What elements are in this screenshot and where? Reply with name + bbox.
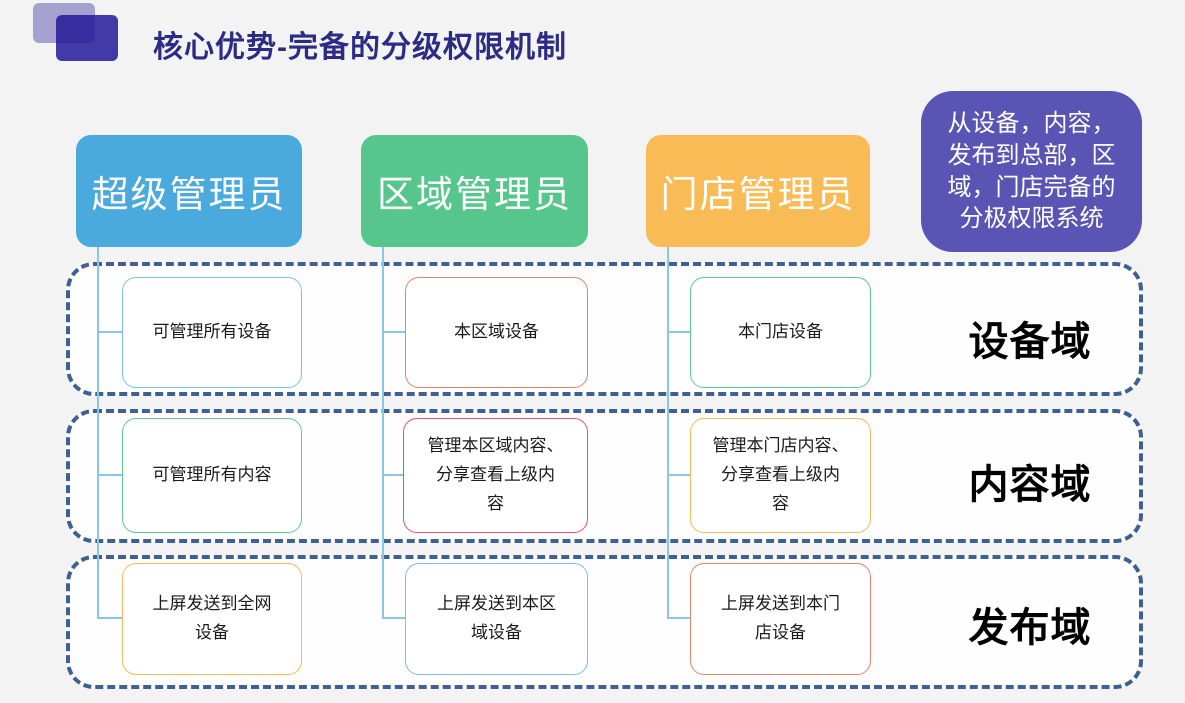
connector-stub-r3c3: [667, 617, 690, 619]
connector-stub-r2c2: [382, 474, 405, 476]
cell-store-admin-device: 本门店设备: [690, 277, 871, 388]
row-label-publish-domain: 发布域: [968, 606, 1092, 650]
slide-title: 核心优势-完备的分级权限机制: [153, 31, 567, 64]
cell-region-admin-publish: 上屏发送到本区 域设备: [405, 563, 588, 675]
connector-stub-r1c3: [667, 331, 690, 333]
row-label-content-domain: 内容域: [968, 463, 1092, 507]
column-header-super-admin: 超级管理员: [76, 135, 302, 247]
column-header-store-admin: 门店管理员: [646, 135, 870, 247]
cell-region-admin-content: 管理本区域内容、 分享查看上级内 容: [403, 418, 588, 533]
connector-vline-col1: [97, 247, 99, 619]
title-decoration-square-dark: [56, 15, 118, 61]
connector-stub-r2c3: [667, 474, 690, 476]
connector-stub-r2c1: [97, 474, 122, 476]
cell-super-admin-publish: 上屏发送到全网 设备: [122, 563, 302, 675]
connector-vline-col2: [382, 247, 384, 619]
connector-stub-r3c1: [97, 617, 122, 619]
cell-store-admin-publish: 上屏发送到本门 店设备: [690, 563, 871, 675]
connector-stub-r1c1: [97, 331, 122, 333]
connector-vline-col3: [667, 247, 669, 619]
cell-super-admin-content: 可管理所有内容: [122, 418, 302, 533]
row-label-device-domain: 设备域: [968, 320, 1092, 364]
summary-callout: 从设备，内容， 发布到总部，区 域，门店完备的 分极权限系统: [921, 91, 1142, 252]
connector-stub-r1c2: [382, 331, 405, 333]
cell-super-admin-device: 可管理所有设备: [122, 277, 302, 388]
connector-stub-r3c2: [382, 617, 405, 619]
column-header-region-admin: 区域管理员: [361, 135, 588, 247]
cell-region-admin-device: 本区域设备: [405, 277, 588, 388]
cell-store-admin-content: 管理本门店内容、 分享查看上级内 容: [690, 418, 871, 533]
